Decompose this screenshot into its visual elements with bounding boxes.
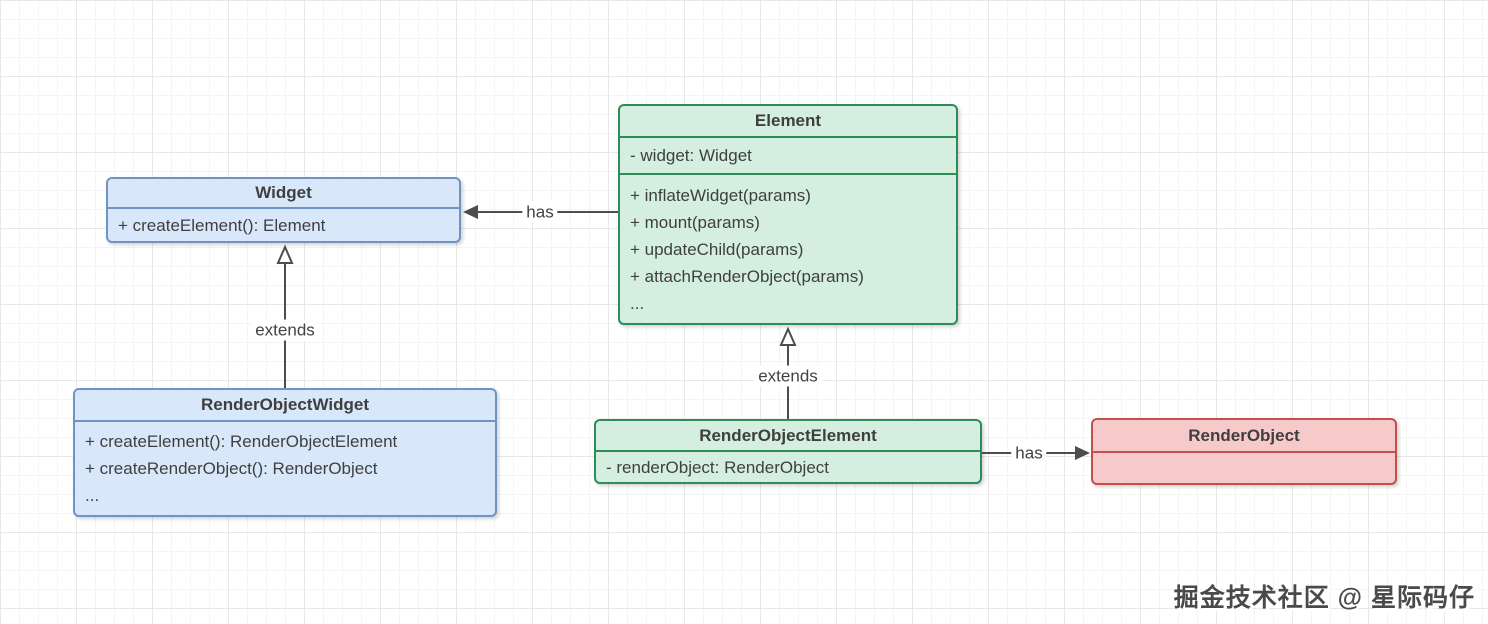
class-title-render-object-widget: RenderObjectWidget bbox=[75, 390, 495, 422]
member-line: + createElement(): RenderObjectElement bbox=[85, 432, 398, 451]
class-members-widget: + createElement(): Element bbox=[108, 209, 459, 241]
edge-label-has-render-object: has bbox=[1011, 442, 1047, 464]
class-title-widget: Widget bbox=[108, 179, 459, 209]
class-box-render-object: RenderObject bbox=[1091, 418, 1397, 485]
edge-label-has-widget: has bbox=[522, 201, 558, 223]
member-line: + createRenderObject(): RenderObject bbox=[85, 459, 378, 478]
edge-row-extends-widget bbox=[276, 244, 294, 388]
class-members-render-object-widget: + createElement(): RenderObjectElement +… bbox=[75, 422, 495, 512]
watermark-text: 掘金技术社区 @ 星际码仔 bbox=[1173, 584, 1475, 612]
member-line: + mount(params) bbox=[630, 213, 760, 232]
member-line: - widget: Widget bbox=[630, 146, 752, 165]
class-box-element: Element - widget: Widget + inflateWidget… bbox=[618, 104, 958, 325]
class-title-element: Element bbox=[620, 106, 956, 138]
class-title-render-object: RenderObject bbox=[1093, 420, 1395, 453]
class-attributes-render-object-element: - renderObject: RenderObject bbox=[596, 452, 980, 482]
class-box-render-object-widget: RenderObjectWidget + createElement(): Re… bbox=[73, 388, 497, 517]
class-attributes-element: - widget: Widget bbox=[620, 138, 956, 173]
edge-label-extends-widget: extends bbox=[251, 319, 319, 341]
class-methods-element: + inflateWidget(params) + mount(params) … bbox=[620, 173, 956, 320]
member-line: ... bbox=[85, 486, 100, 505]
edge-label-extends-element: extends bbox=[754, 365, 822, 387]
member-line: + attachRenderObject(params) bbox=[630, 267, 864, 286]
member-line: + updateChild(params) bbox=[630, 240, 804, 259]
member-line: - renderObject: RenderObject bbox=[606, 457, 829, 477]
member-line: + inflateWidget(params) bbox=[630, 186, 811, 205]
member-line: + createElement(): Element bbox=[118, 216, 326, 235]
class-members-render-object-empty bbox=[1093, 453, 1395, 483]
class-box-render-object-element: RenderObjectElement - renderObject: Rend… bbox=[594, 419, 982, 484]
class-title-render-object-element: RenderObjectElement bbox=[596, 421, 980, 452]
member-line: ... bbox=[630, 294, 645, 313]
class-box-widget: Widget + createElement(): Element bbox=[106, 177, 461, 243]
